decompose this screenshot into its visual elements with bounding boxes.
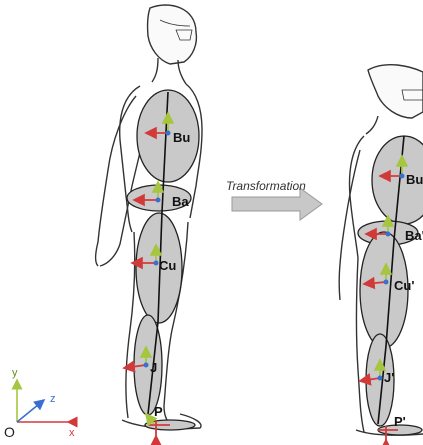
label-bu-prime: Bu' — [406, 172, 423, 187]
label-ba-prime: Ba' — [405, 228, 423, 243]
z-axis-arrow — [17, 400, 44, 422]
axis-x-label: x — [69, 427, 75, 439]
left-figure: Bu Ba Cu J P — [96, 5, 202, 436]
label-j-prime: J' — [384, 370, 394, 385]
label-p: P — [154, 404, 163, 419]
transformation-label: Transformation — [226, 179, 306, 193]
label-ba: Ba — [172, 194, 189, 209]
axis-origin-label: O — [4, 424, 15, 440]
label-j: J — [150, 360, 157, 375]
label-bu: Bu — [173, 130, 190, 145]
label-cu-prime: Cu' — [394, 278, 414, 293]
transformation-arrow: Transformation — [226, 179, 322, 220]
xyz-axes-icon: O x y z — [4, 367, 75, 440]
axis-z-label: z — [50, 393, 56, 405]
right-figure: Bu' Ba' Cu' J' P' — [339, 65, 423, 440]
axis-y-label: y — [12, 367, 18, 379]
label-p-prime: P' — [394, 414, 406, 429]
label-cu: Cu — [159, 258, 176, 273]
